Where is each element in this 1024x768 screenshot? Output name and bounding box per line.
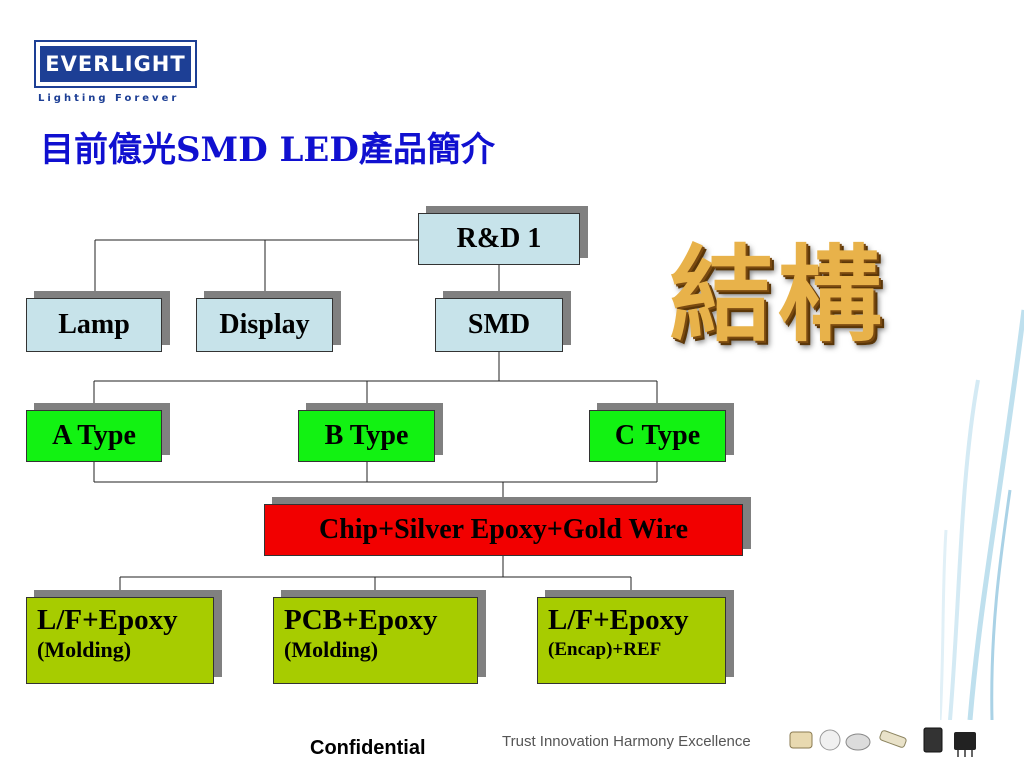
page-title: 目前億光SMD LED產品簡介 — [40, 130, 495, 170]
seven-segment-icon — [923, 727, 943, 753]
company-motto: Trust Innovation Harmony Excellence — [502, 733, 751, 750]
logo-brand: EVERLIGHT — [40, 46, 191, 82]
node-chip-silver-epoxy-gold-wire: Chip+Silver Epoxy+Gold Wire — [264, 504, 743, 556]
chip-package-icon — [954, 732, 976, 750]
node-lamp: Lamp — [26, 298, 162, 352]
node-pcb-epoxy-molding-line2: (Molding) — [284, 637, 379, 662]
node-lf-epoxy-molding-line1: L/F+Epoxy — [37, 604, 178, 636]
node-pcb-epoxy-molding-line1: PCB+Epoxy — [284, 604, 438, 636]
structure-heading: 結構 — [669, 232, 886, 356]
node-lf-epoxy-molding: L/F+Epoxy (Molding) — [26, 597, 214, 684]
smd-led-icon — [789, 731, 813, 749]
node-c-type: C Type — [589, 410, 726, 462]
node-lf-epoxy-encap: L/F+Epoxy (Encap)+REF — [537, 597, 726, 684]
lens-led-icon — [819, 729, 841, 751]
node-pcb-epoxy-molding: PCB+Epoxy (Molding) — [273, 597, 478, 684]
confidential-label: Confidential — [310, 737, 426, 759]
everlight-logo: EVERLIGHT — [34, 40, 197, 88]
node-b-type: B Type — [298, 410, 435, 462]
node-rd1: R&D 1 — [418, 213, 580, 265]
dome-led-icon — [845, 733, 871, 751]
node-lf-epoxy-encap-line1: L/F+Epoxy — [548, 604, 689, 636]
node-a-type: A Type — [26, 410, 162, 462]
logo-tagline: Lighting Forever — [38, 93, 180, 104]
led-product-icons — [789, 727, 976, 757]
decorative-grass — [940, 309, 1024, 720]
node-display: Display — [196, 298, 333, 352]
node-lf-epoxy-molding-line2: (Molding) — [37, 637, 132, 662]
node-smd: SMD — [435, 298, 563, 352]
node-lf-epoxy-encap-line2: (Encap)+REF — [548, 639, 662, 660]
light-bar-icon — [879, 730, 907, 748]
